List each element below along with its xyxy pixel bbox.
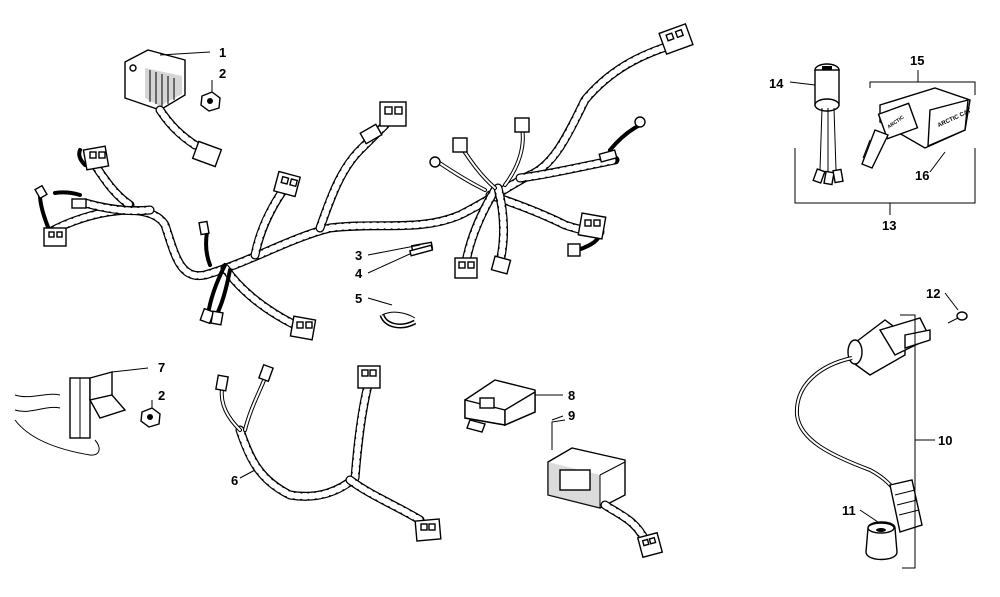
callout-14: 14 xyxy=(769,76,784,91)
callout-4: 4 xyxy=(355,266,363,281)
nut-2-bottom xyxy=(140,407,161,428)
harness-connector-left-top xyxy=(82,145,110,171)
relay-8 xyxy=(464,379,536,433)
leader-9b xyxy=(551,415,564,421)
leader-14 xyxy=(789,81,816,86)
leader-16 xyxy=(929,151,946,173)
leader-10-bracket xyxy=(900,314,916,569)
harness-connector-cluster xyxy=(410,116,646,279)
relay-9 xyxy=(547,447,664,559)
sub-harness-6 xyxy=(215,363,442,542)
leader-13-bracket xyxy=(794,148,976,204)
callout-1: 1 xyxy=(219,45,226,60)
leader-12 xyxy=(944,292,959,311)
leader-11 xyxy=(859,509,879,523)
harness-connector-upper-mid xyxy=(359,101,407,145)
nut-2-top xyxy=(200,91,221,112)
callout-15: 15 xyxy=(910,53,924,68)
callout-11: 11 xyxy=(842,503,856,518)
cable-tie-4 xyxy=(408,244,434,257)
ignition-key-16: ARCTIC CAT ARCTIC xyxy=(861,87,973,169)
callout-5: 5 xyxy=(355,291,362,306)
ignition-switch-14 xyxy=(812,63,844,186)
leader-3 xyxy=(367,244,421,256)
callout-8: 8 xyxy=(568,388,575,403)
callout-2b: 2 xyxy=(158,388,165,403)
bracket-7 xyxy=(14,371,127,456)
leader-5 xyxy=(367,297,393,306)
screw-12 xyxy=(947,311,968,324)
harness-connector-mid xyxy=(272,170,302,198)
callout-10: 10 xyxy=(938,433,952,448)
leader-6 xyxy=(239,469,256,479)
callout-16: 16 xyxy=(915,168,929,183)
leader-15-bracket xyxy=(869,81,976,95)
clamp-5 xyxy=(379,311,417,329)
callout-2a: 2 xyxy=(219,66,226,81)
callout-6: 6 xyxy=(231,473,238,488)
leader-1 xyxy=(159,51,211,56)
callout-9: 9 xyxy=(568,408,575,423)
harness-connector-lower xyxy=(198,220,317,341)
harness-connector-left xyxy=(34,184,87,247)
leader-7 xyxy=(111,367,149,373)
callout-13: 13 xyxy=(882,218,896,233)
leader-9 xyxy=(551,419,566,450)
voltage-regulator xyxy=(124,49,223,168)
harness-connector-top-right xyxy=(658,22,694,56)
leader-4 xyxy=(367,252,413,274)
callout-7: 7 xyxy=(158,360,165,375)
main-wiring-harness xyxy=(34,22,694,341)
callout-12: 12 xyxy=(926,286,940,301)
spark-plug-cap-11 xyxy=(865,521,898,561)
callout-3: 3 xyxy=(355,248,362,263)
ignition-coil-10 xyxy=(794,317,931,533)
